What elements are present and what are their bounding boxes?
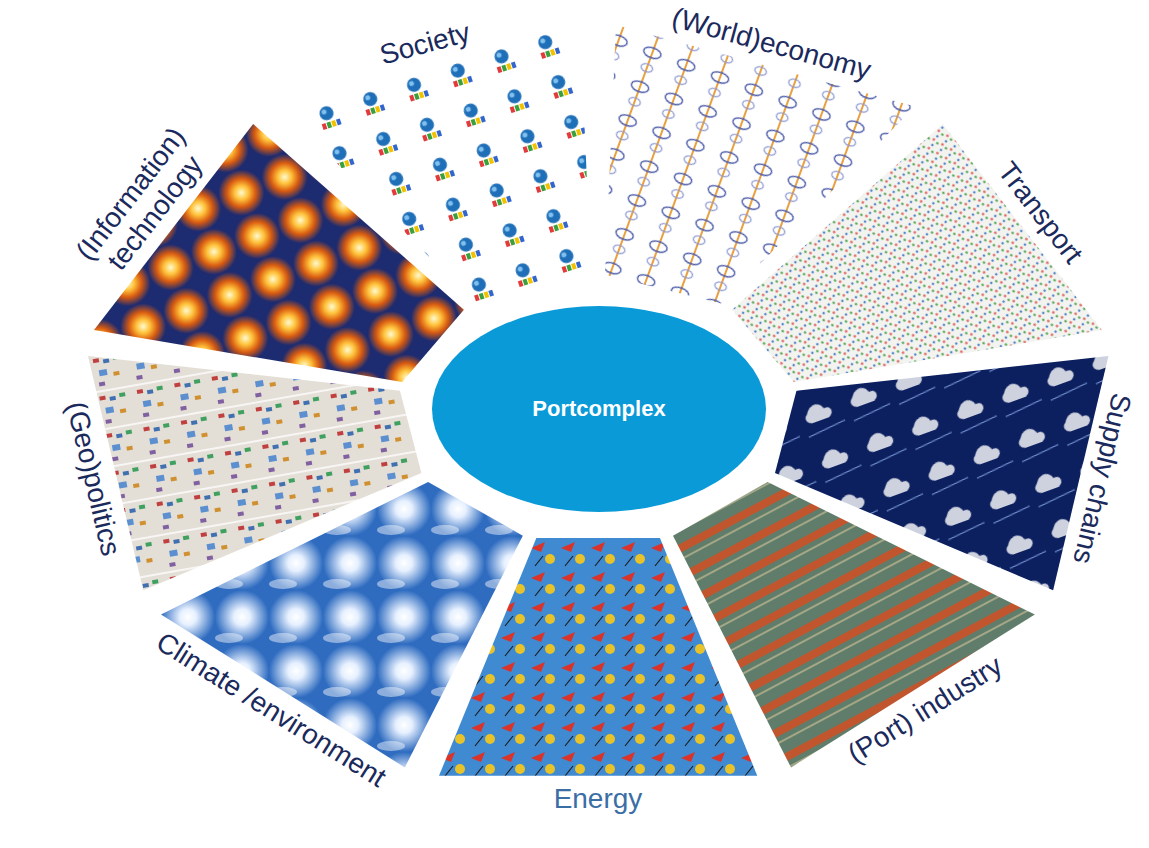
segment-shape bbox=[88, 356, 421, 590]
segment-picture bbox=[732, 124, 1102, 382]
segment-picture bbox=[281, 25, 591, 303]
segment-picture bbox=[88, 356, 421, 590]
segment-label: Energy bbox=[554, 783, 643, 814]
topic-segment: (Geo)politics bbox=[88, 356, 421, 590]
center-label: Portcomplex bbox=[532, 396, 665, 422]
ellipse-fill bbox=[432, 306, 766, 512]
topic-segment: Society bbox=[281, 25, 591, 303]
segment-shape bbox=[732, 124, 1102, 382]
segment-shape bbox=[281, 25, 591, 303]
center-ellipse: Portcomplex bbox=[432, 306, 766, 512]
topic-segment: Transport bbox=[732, 124, 1102, 382]
